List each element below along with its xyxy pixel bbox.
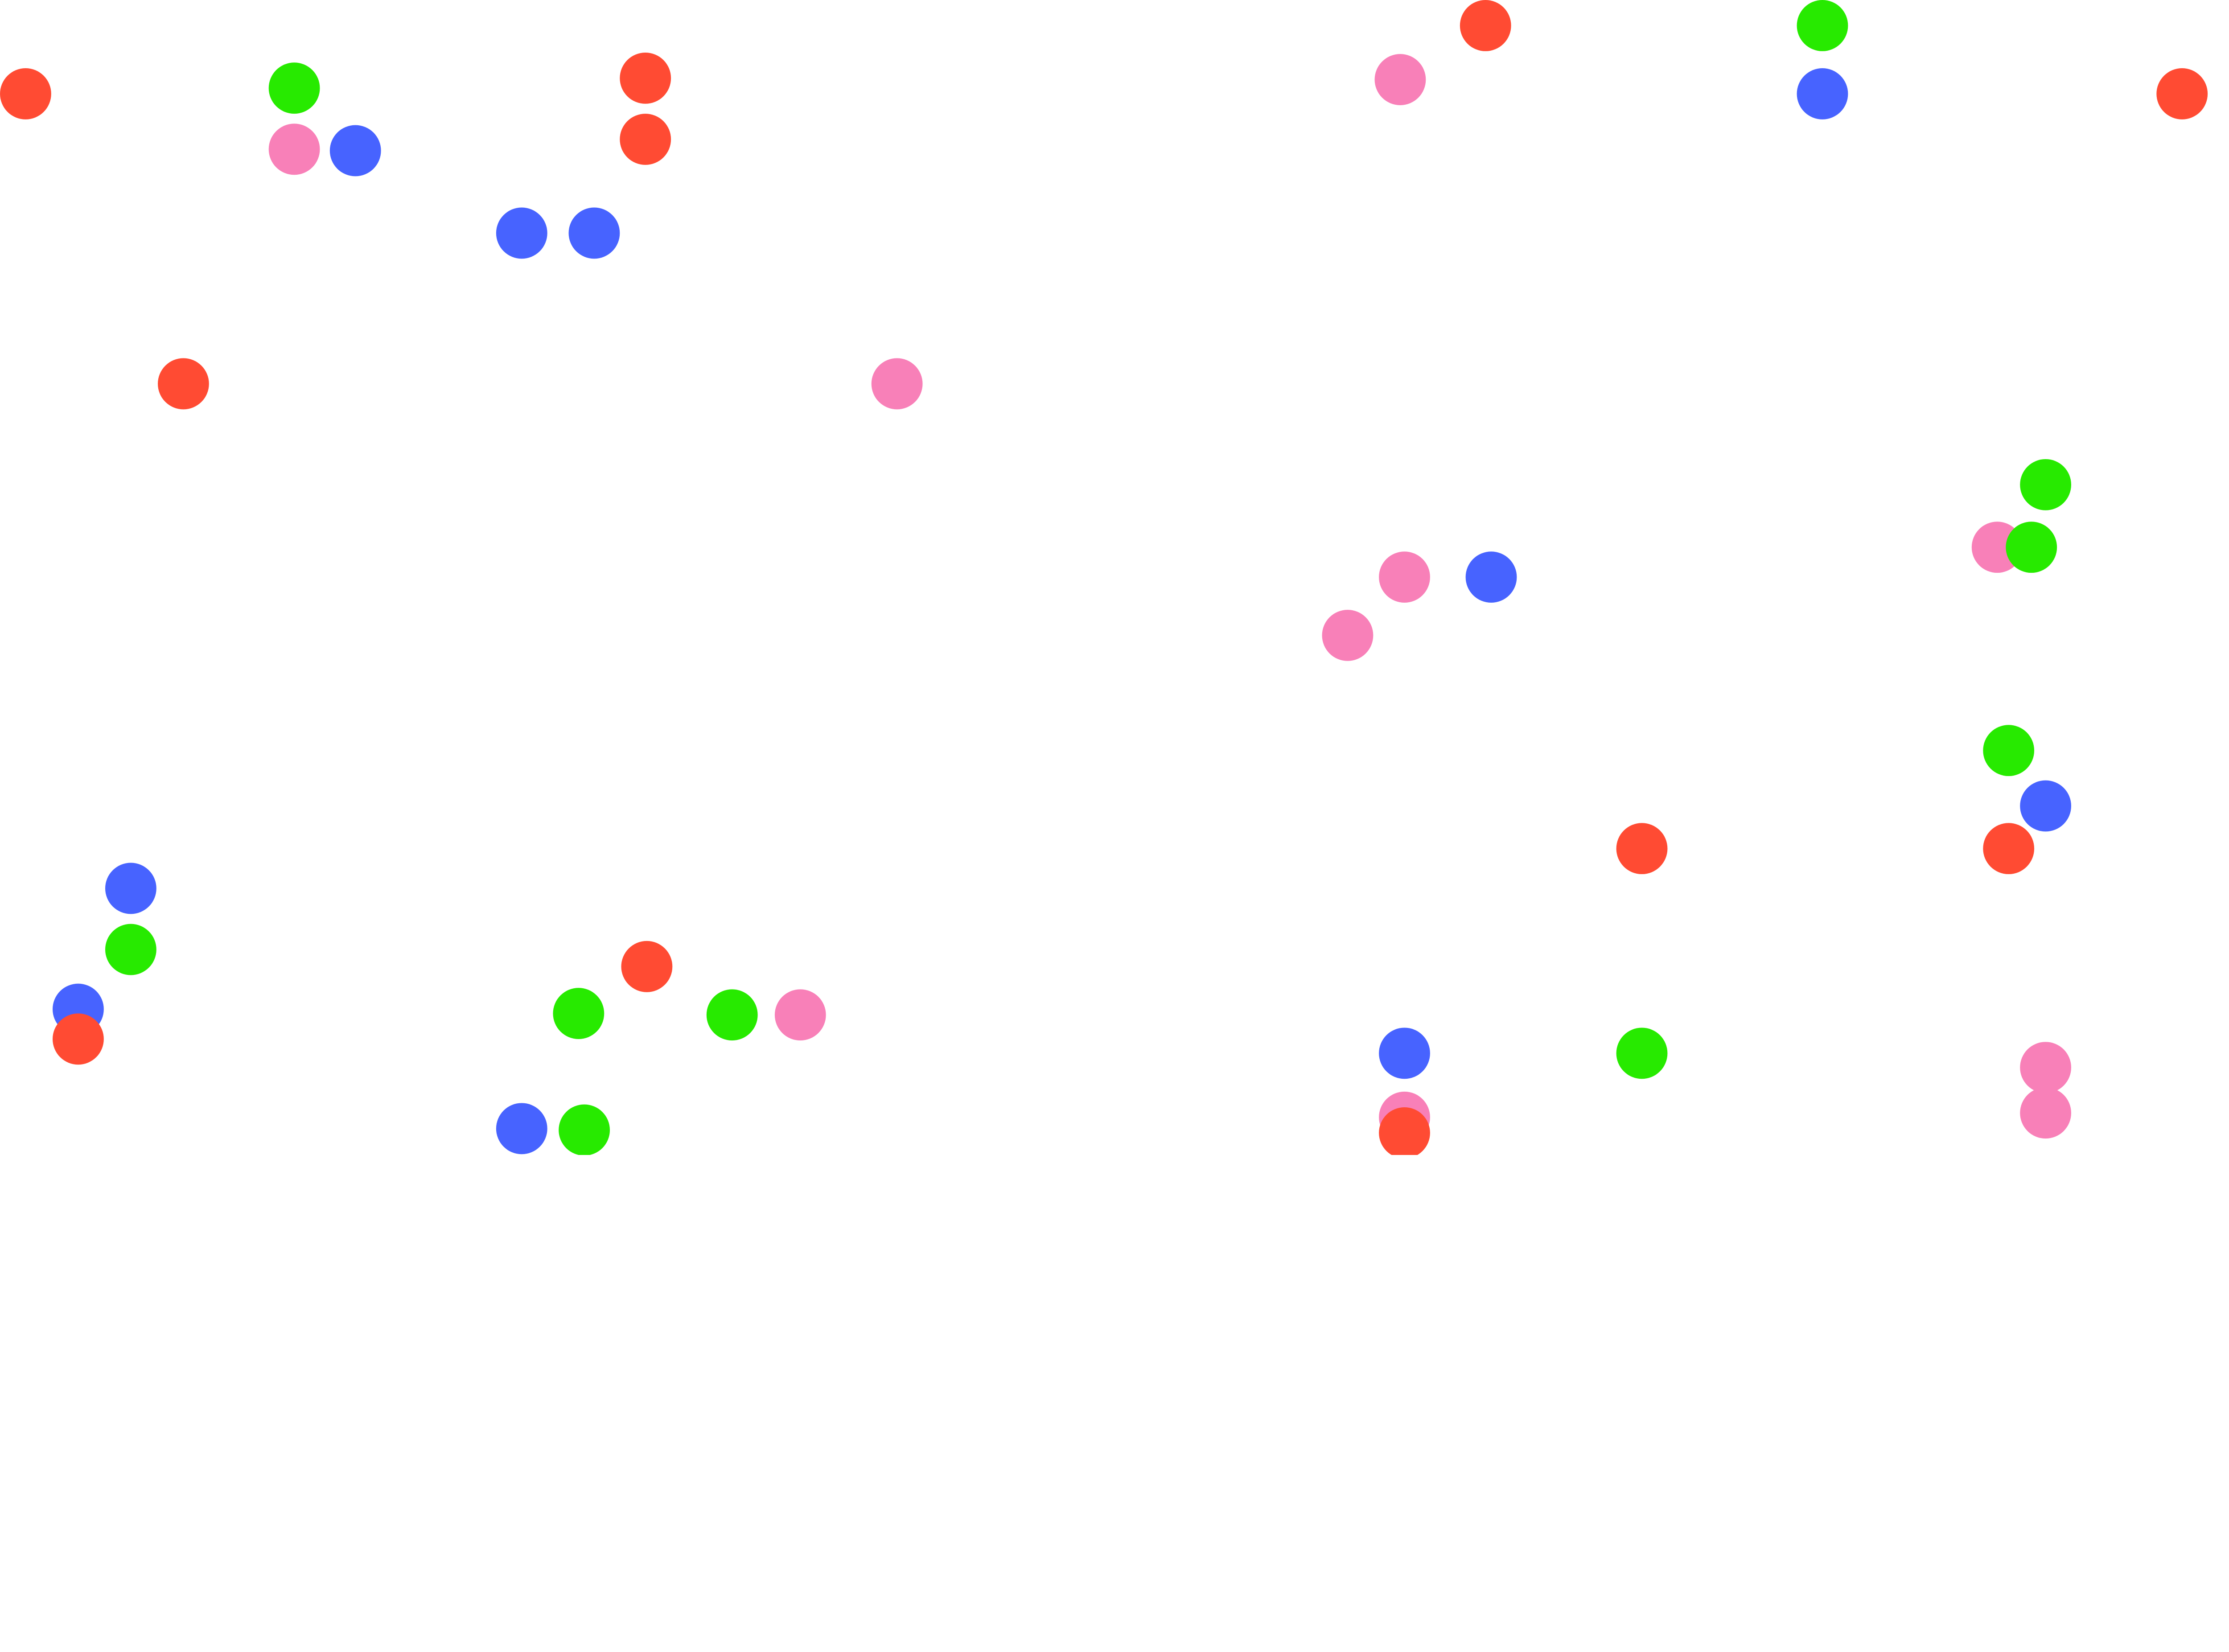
pink-dot	[268, 123, 320, 175]
red-dot	[621, 941, 673, 992]
red-dot	[1983, 823, 2035, 875]
green-dot	[2006, 522, 2057, 573]
red-dot	[1379, 1107, 1430, 1155]
blue-dot	[1797, 68, 1848, 119]
blue-dot	[496, 207, 547, 259]
pink-dot	[871, 358, 923, 410]
blue-dot	[105, 863, 156, 914]
red-dot	[1460, 0, 1511, 51]
red-dot	[157, 358, 209, 410]
blue-dot	[496, 1103, 547, 1155]
green-dot	[1983, 725, 2035, 777]
green-dot	[1797, 0, 1848, 51]
blue-dot	[568, 207, 620, 259]
pink-dot	[1374, 54, 1426, 105]
dot-canvas	[0, 0, 2208, 1155]
green-dot	[553, 988, 605, 1039]
green-dot	[2020, 459, 2072, 510]
red-dot	[620, 114, 671, 165]
red-dot	[2156, 68, 2208, 119]
red-dot	[0, 68, 51, 119]
pink-dot	[1322, 609, 1374, 661]
red-dot	[620, 52, 671, 104]
pink-dot	[2020, 1087, 2072, 1139]
pink-dot	[2020, 1042, 2072, 1093]
green-dot	[1616, 1027, 1668, 1079]
blue-dot	[1379, 1027, 1430, 1079]
blue-dot	[2020, 780, 2072, 832]
blue-dot	[1465, 551, 1517, 603]
green-dot	[706, 989, 758, 1041]
pink-dot	[774, 989, 826, 1041]
green-dot	[105, 924, 156, 975]
blue-dot	[329, 125, 381, 177]
green-dot	[559, 1104, 610, 1155]
pink-dot	[1379, 551, 1430, 603]
red-dot	[53, 1013, 104, 1065]
red-dot	[1616, 823, 1668, 875]
green-dot	[268, 62, 320, 114]
